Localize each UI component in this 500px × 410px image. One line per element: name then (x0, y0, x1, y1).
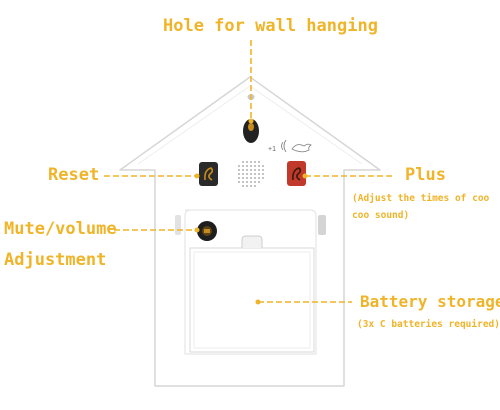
speaker-hole (238, 173, 240, 175)
speaker-hole (250, 177, 252, 179)
inner-panel (175, 209, 326, 355)
speaker-hole (254, 177, 256, 179)
speaker-hole (250, 181, 252, 183)
speaker-hole (242, 161, 244, 163)
plus-one-bird-mark: +1 (268, 139, 312, 153)
speaker-hole (238, 169, 240, 171)
label-mute-1: Mute/volume (4, 219, 117, 239)
speaker-hole (246, 181, 248, 183)
speaker-hole (254, 173, 256, 175)
speaker-grille-icon (238, 161, 264, 187)
speaker-hole (242, 177, 244, 179)
speaker-hole (254, 181, 256, 183)
speaker-hole (258, 173, 260, 175)
speaker-hole (238, 165, 240, 167)
speaker-hole (250, 165, 252, 167)
speaker-hole (242, 185, 244, 187)
speaker-hole (242, 173, 244, 175)
speaker-hole (250, 173, 252, 175)
leader-lines (104, 40, 393, 303)
hanging-hole (243, 94, 259, 143)
mute-volume-knob[interactable] (197, 221, 217, 241)
speaker-hole (258, 181, 260, 183)
speaker-hole (238, 177, 240, 179)
battery-compartment[interactable] (189, 235, 315, 353)
speaker-hole (254, 169, 256, 171)
speaker-hole (258, 169, 260, 171)
label-plus: Plus (405, 165, 446, 185)
label-hole: Hole for wall hanging (163, 16, 378, 36)
label-battery: Battery storage (360, 292, 500, 311)
label-plus-note-1: (Adjust the times of coo (352, 193, 490, 204)
speaker-hole (246, 177, 248, 179)
speaker-hole (262, 177, 264, 179)
label-mute-2: Adjustment (4, 250, 107, 270)
label-plus-note-2: coo sound) (352, 210, 410, 221)
label-reset: Reset (48, 165, 100, 185)
speaker-hole (246, 165, 248, 167)
speaker-hole (242, 169, 244, 171)
speaker-hole (254, 165, 256, 167)
speaker-hole (250, 169, 252, 171)
speaker-hole (238, 181, 240, 183)
speaker-hole (246, 185, 248, 187)
leader-dots (194, 118, 308, 305)
swirl-icon (292, 167, 302, 181)
sound-waves-icon (281, 139, 287, 153)
speaker-hole (258, 177, 260, 179)
speaker-hole (250, 185, 252, 187)
reset-button[interactable] (199, 162, 218, 186)
speaker-hole (250, 161, 252, 163)
speaker-hole (262, 169, 264, 171)
swirl-icon (204, 167, 214, 181)
speaker-hole (254, 185, 256, 187)
plus-one-text: +1 (268, 146, 276, 153)
speaker-hole (258, 161, 260, 163)
speaker-hole (262, 165, 264, 167)
speaker-hole (246, 161, 248, 163)
speaker-hole (242, 181, 244, 183)
speaker-hole (262, 173, 264, 175)
bird-icon (291, 143, 312, 153)
speaker-hole (254, 161, 256, 163)
label-battery-note: (3x C batteries required) (357, 319, 500, 330)
speaker-hole (246, 173, 248, 175)
speaker-hole (258, 165, 260, 167)
speaker-hole (246, 169, 248, 171)
plus-button[interactable] (287, 161, 306, 186)
speaker-hole (242, 165, 244, 167)
